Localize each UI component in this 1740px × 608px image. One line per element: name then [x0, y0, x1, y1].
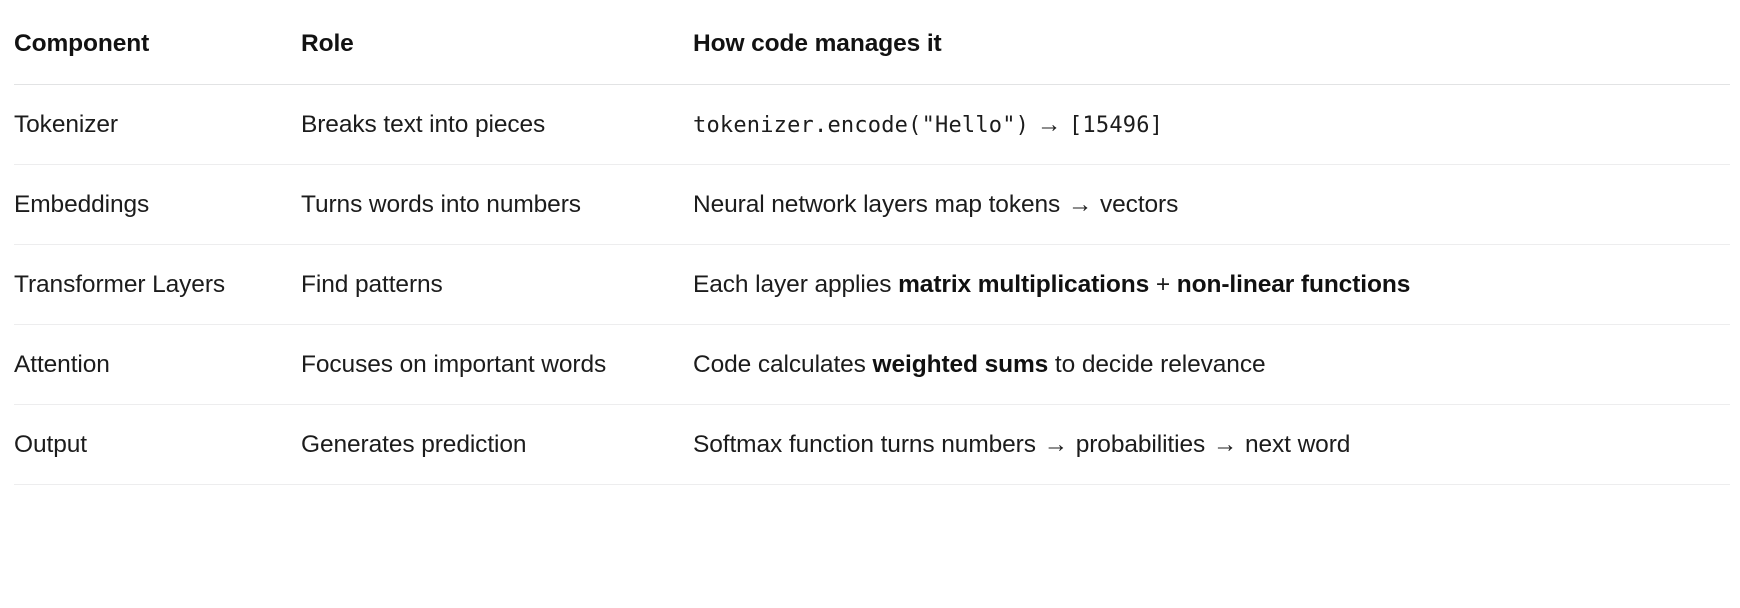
how-code-fragment-arrow: → [1067, 191, 1093, 218]
how-code-fragment-plain: to decide relevance [1048, 351, 1266, 378]
how-code-fragment-bold: matrix multiplications [898, 271, 1150, 298]
llm-component-table: Component Role How code manages it Token… [14, 30, 1730, 485]
cell-role: Breaks text into pieces [301, 84, 693, 165]
cell-role: Focuses on important words [301, 324, 693, 405]
how-code-fragment-plain [1029, 111, 1036, 138]
how-code-fragment-plain: + [1149, 271, 1177, 298]
cell-how-code: Code calculates weighted sums to decide … [693, 324, 1730, 405]
how-code-fragment-plain [1062, 111, 1069, 138]
page-container: Component Role How code manages it Token… [0, 30, 1740, 608]
how-code-fragment-plain: Softmax function turns numbers [693, 431, 1043, 458]
cell-role: Generates prediction [301, 404, 693, 485]
how-code-fragment-code: [15496] [1068, 113, 1164, 138]
cell-component: Transformer Layers [14, 244, 301, 325]
how-code-fragment-bold: non-linear functions [1176, 271, 1411, 298]
how-code-fragment-arrow: → [1212, 431, 1238, 458]
cell-role: Turns words into numbers [301, 164, 693, 245]
cell-how-code: Softmax function turns numbers → probabi… [693, 404, 1730, 485]
how-code-fragment-arrow: → [1036, 111, 1062, 138]
cell-component: Attention [14, 324, 301, 405]
cell-component: Tokenizer [14, 84, 301, 165]
how-code-fragment-plain: Each layer applies [693, 271, 899, 298]
how-code-fragment-bold: weighted sums [872, 351, 1049, 378]
how-code-fragment-plain: vectors [1093, 191, 1179, 218]
cell-how-code: Each layer applies matrix multiplication… [693, 244, 1730, 325]
cell-role: Find patterns [301, 244, 693, 325]
how-code-fragment-arrow: → [1043, 431, 1069, 458]
table-header: Component Role How code manages it [14, 30, 1730, 85]
how-code-fragment-plain: Code calculates [693, 351, 873, 378]
column-header-component: Component [14, 30, 301, 85]
how-code-fragment-code: tokenizer.encode("Hello") [693, 113, 1030, 138]
how-code-fragment-plain: Neural network layers map tokens [693, 191, 1067, 218]
how-code-fragment-plain: next word [1238, 431, 1351, 458]
cell-how-code: Neural network layers map tokens → vecto… [693, 164, 1730, 245]
column-header-how-code: How code manages it [693, 30, 1730, 85]
cell-component: Embeddings [14, 164, 301, 245]
table-header-row: Component Role How code manages it [14, 30, 1730, 85]
column-header-role: Role [301, 30, 693, 85]
cell-how-code: tokenizer.encode("Hello") → [15496] [693, 84, 1730, 165]
cell-component: Output [14, 404, 301, 485]
how-code-fragment-plain: probabilities [1069, 431, 1212, 458]
